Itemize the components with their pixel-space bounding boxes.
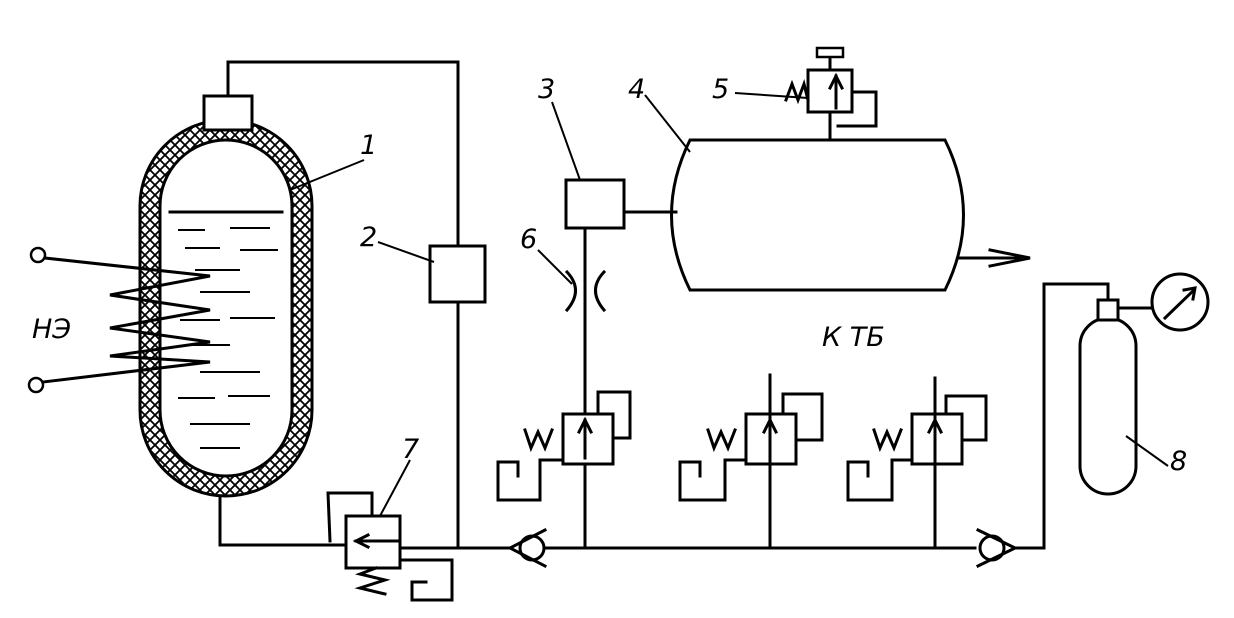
gas-bottle-8 — [1078, 298, 1154, 496]
label-valve7: 7 — [402, 434, 419, 465]
block-2 — [428, 244, 487, 304]
label-bottle: 8 — [1170, 446, 1187, 477]
tank-1 — [138, 94, 314, 498]
label-valve5: 5 — [712, 74, 729, 105]
liquid-lines — [178, 227, 278, 449]
check-valve-left — [506, 527, 548, 569]
label-heater: НЭ — [32, 314, 71, 345]
label-throttle: 6 — [520, 224, 537, 255]
label-block3: 3 — [538, 74, 555, 105]
valve-7 — [326, 491, 454, 602]
relief-valve-b — [678, 373, 824, 550]
throttle-6 — [564, 269, 607, 313]
block-3 — [564, 178, 626, 230]
relief-valve-a — [496, 390, 632, 502]
heater-element — [27, 246, 211, 394]
pressure-gauge — [1150, 272, 1210, 332]
relief-valve-c — [846, 376, 988, 550]
piping — [218, 60, 1110, 550]
valve-5 — [784, 46, 878, 128]
receiver-4 — [670, 138, 965, 292]
label-outlet: К ТБ — [822, 322, 885, 353]
leader-lines — [289, 92, 1169, 517]
label-block2: 2 — [360, 222, 377, 253]
label-receiver: 4 — [628, 74, 645, 105]
check-valve-right — [975, 527, 1019, 569]
label-tank: 1 — [360, 130, 377, 161]
